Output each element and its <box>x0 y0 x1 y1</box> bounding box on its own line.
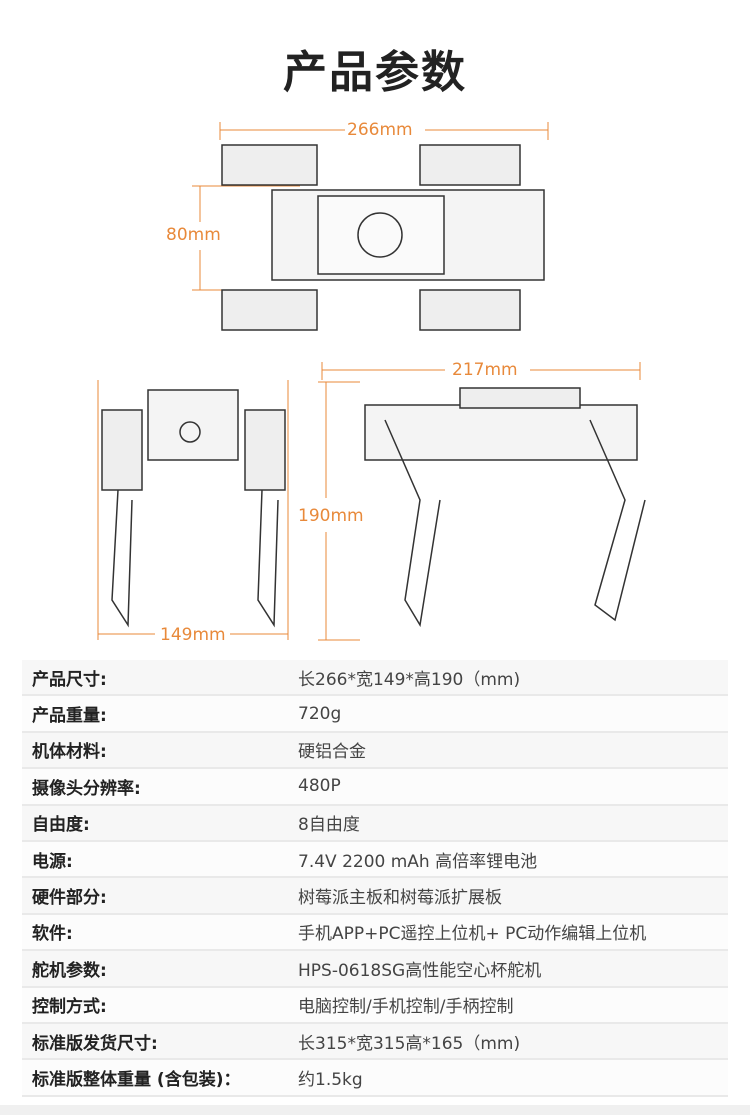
spec-label: 标准版整体重量 (含包装)： <box>32 1069 241 1090</box>
spec-label: 电源: <box>32 851 73 872</box>
spec-value: 电脑控制/手机控制/手柄控制 <box>298 997 514 1018</box>
spec-value: 720g <box>298 703 342 724</box>
spec-label: 产品重量: <box>32 706 107 727</box>
spec-value: 7.4V 2200 mAh 高倍率锂电池 <box>298 851 538 872</box>
spec-row: 自由度: 8自由度 <box>22 805 728 842</box>
spec-value: 约1.5kg <box>298 1069 363 1090</box>
spec-label: 软件: <box>32 924 73 945</box>
spec-value: 硬铝合金 <box>298 742 366 763</box>
spec-row: 控制方式: 电脑控制/手机控制/手柄控制 <box>22 987 728 1024</box>
spec-row: 标准版发货尺寸: 长315*宽315高*165（mm) <box>22 1023 728 1061</box>
spec-value: 手机APP+PC遥控上位机+ PC动作编辑上位机 <box>298 924 647 945</box>
spec-row: 舵机参数: HPS-0618SG高性能空心杯舵机 <box>22 951 728 988</box>
spec-table: 产品尺寸: 长266*宽149*高190（mm) 产品重量: 720g 机体材料: 硬铝合… <box>22 660 728 1097</box>
spec-label: 产品尺寸: <box>32 669 107 690</box>
spec-value: HPS-0618SG高性能空心杯舵机 <box>298 960 542 981</box>
spec-value: 长315*宽315高*165（mm) <box>298 1033 521 1054</box>
front-width-dimension: 149mm <box>160 625 226 645</box>
side-length-dimension: 217mm <box>452 360 518 380</box>
spec-label: 舵机参数: <box>32 960 107 981</box>
spec-value: 树莓派主板和树莓派扩展板 <box>298 888 502 909</box>
top-width-dimension: 80mm <box>166 225 221 245</box>
top-view-robot <box>221 144 545 331</box>
dimension-lines <box>97 122 641 641</box>
height-dimension: 190mm <box>298 506 364 526</box>
front-view-robot <box>101 389 286 628</box>
footer-strip <box>0 1105 750 1115</box>
spec-row: 摄像头分辨率: 480P <box>22 769 728 806</box>
spec-row: 机体材料: 硬铝合金 <box>22 732 728 770</box>
spec-label: 标准版发货尺寸: <box>32 1033 158 1054</box>
spec-label: 自由度: <box>32 815 90 836</box>
length-dimension: 266mm <box>347 120 413 140</box>
spec-row: 硬件部分: 树莓派主板和树莓派扩展板 <box>22 878 728 915</box>
spec-label: 摄像头分辨率: <box>32 778 141 799</box>
spec-value: 长266*宽149*高190（mm) <box>298 669 521 690</box>
spec-row: 标准版整体重量 (含包装)： 约1.5kg <box>22 1060 728 1097</box>
spec-label: 控制方式: <box>32 997 107 1018</box>
spec-value: 8自由度 <box>298 815 360 836</box>
page-title: 产品参数 <box>283 47 467 98</box>
spec-row: 电源: 7.4V 2200 mAh 高倍率锂电池 <box>22 841 728 879</box>
spec-label: 硬件部分: <box>32 888 107 909</box>
spec-row: 产品尺寸: 长266*宽149*高190（mm) <box>22 660 728 697</box>
robot-diagrams <box>97 122 646 641</box>
spec-row: 软件: 手机APP+PC遥控上位机+ PC动作编辑上位机 <box>22 914 728 952</box>
spec-value: 480P <box>298 776 341 797</box>
side-view-robot <box>364 387 646 628</box>
spec-label: 机体材料: <box>32 742 107 763</box>
spec-row: 产品重量: 720g <box>22 696 728 733</box>
